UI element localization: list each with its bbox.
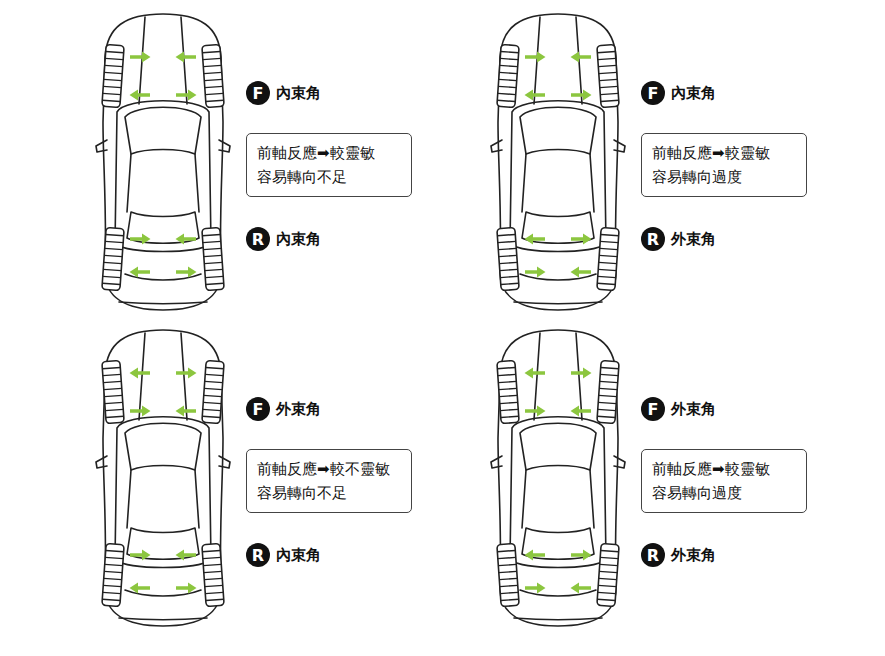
- axle-letter: F: [641, 397, 665, 421]
- axle-letter: F: [641, 81, 665, 105]
- car-top-view: [96, 14, 230, 310]
- effect-box: 前軸反應➡較靈敏 容易轉向過度: [641, 449, 807, 513]
- axle-letter: R: [641, 227, 665, 251]
- toe-label: 內束角: [276, 546, 321, 565]
- axle-badge: F 外束角: [246, 397, 321, 421]
- car-top-view: [96, 330, 230, 626]
- axle-badge: F 內束角: [641, 81, 716, 105]
- effect-box: 前軸反應➡較靈敏 容易轉向不足: [246, 133, 412, 197]
- car-top-view: [491, 14, 625, 310]
- axle-letter: F: [246, 81, 270, 105]
- axle-badge: F 內束角: [246, 81, 321, 105]
- car-top-view: [491, 330, 625, 626]
- toe-label: 外束角: [276, 400, 321, 419]
- toe-label: 內束角: [276, 230, 321, 249]
- axle-badge: F 外束角: [641, 397, 716, 421]
- effect-text: 前軸反應➡較靈敏 容易轉向不足: [257, 141, 401, 189]
- effect-text: 前軸反應➡較不靈敏 容易轉向不足: [257, 457, 401, 505]
- toe-label: 內束角: [276, 84, 321, 103]
- toe-label: 外束角: [671, 400, 716, 419]
- axle-badge: R 內束角: [246, 227, 321, 251]
- axle-letter: F: [246, 397, 270, 421]
- axle-letter: R: [641, 543, 665, 567]
- axle-letter: R: [246, 227, 270, 251]
- axle-badge: R 外束角: [641, 543, 716, 567]
- toe-label: 外束角: [671, 546, 716, 565]
- toe-label: 外束角: [671, 230, 716, 249]
- axle-badge: R 外束角: [641, 227, 716, 251]
- effect-box: 前軸反應➡較不靈敏 容易轉向不足: [246, 449, 412, 513]
- axle-letter: R: [246, 543, 270, 567]
- effect-text: 前軸反應➡較靈敏 容易轉向過度: [652, 141, 796, 189]
- toe-label: 內束角: [671, 84, 716, 103]
- axle-badge: R 內束角: [246, 543, 321, 567]
- effect-text: 前軸反應➡較靈敏 容易轉向過度: [652, 457, 796, 505]
- effect-box: 前軸反應➡較靈敏 容易轉向過度: [641, 133, 807, 197]
